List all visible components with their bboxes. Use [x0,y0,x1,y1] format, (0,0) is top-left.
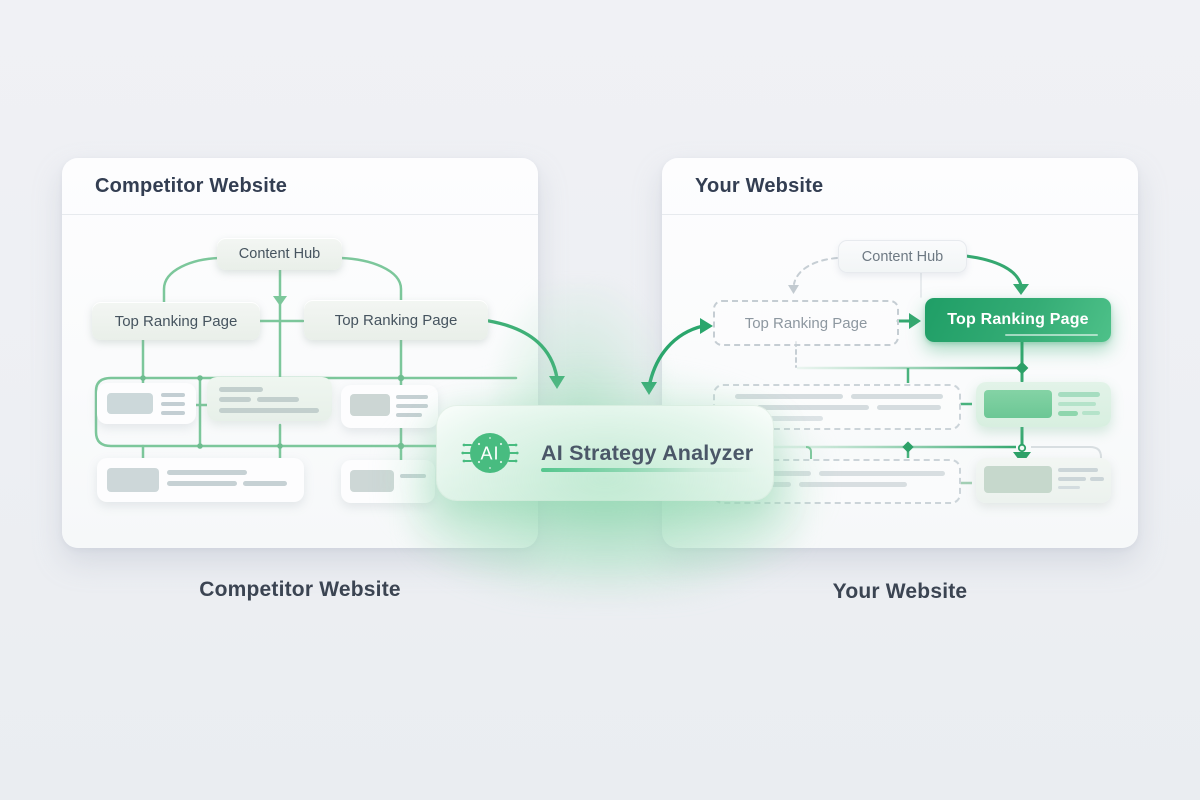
caption-your-website: Your Website [832,580,968,603]
caption-competitor-website: Competitor Website [199,578,401,601]
text-line-placeholder [1058,411,1078,416]
text-line-placeholder [1058,486,1080,489]
thumbnail-placeholder [107,468,159,492]
text-line-placeholder [161,402,185,406]
text-line-placeholder [799,482,907,487]
text-line-placeholder [1082,411,1100,415]
text-line-placeholder [1058,477,1086,481]
text-line-placeholder [219,397,251,402]
thumbnail-placeholder [984,390,1052,418]
text-line-placeholder [1090,477,1104,481]
your-top-ranking-node-highlighted: Top Ranking Page [925,298,1111,342]
competitor-top-ranking-node-1: Top Ranking Page [92,302,260,340]
competitor-panel-title: Competitor Website [62,158,538,215]
analyzer-label: AI Strategy Analyzer [541,440,754,465]
text-line-placeholder [851,394,943,399]
competitor-top-ranking-node-2: Top Ranking Page [304,300,488,340]
your-content-hub-node: Content Hub [838,240,967,273]
wireframe-card [976,458,1111,503]
text-line-placeholder [877,405,941,410]
your-panel-title: Your Website [662,158,1138,215]
ai-strategy-analyzer-card: AI AI Strategy Analyzer [437,406,773,500]
text-line-placeholder [219,408,319,413]
wireframe-card [97,458,304,502]
thumbnail-placeholder [984,466,1052,493]
text-line-placeholder [219,387,263,392]
text-line-placeholder [243,481,287,486]
ai-chip-icon: AI [461,433,519,473]
thumbnail-placeholder [107,393,153,414]
wireframe-card [207,377,332,421]
ai-icon-letters: AI [480,444,499,464]
text-line-placeholder [161,411,185,415]
text-line-placeholder [1058,468,1098,472]
your-top-ranking-node-dashed: Top Ranking Page [713,300,899,346]
text-line-placeholder [167,481,237,486]
wireframe-card-highlighted [976,382,1111,427]
text-line-placeholder [1058,392,1100,397]
wireframe-card [97,383,196,424]
accent-underline [541,468,757,472]
text-line-placeholder [819,471,945,476]
text-line-placeholder [167,470,247,475]
text-line-placeholder [1058,402,1096,406]
text-line-placeholder [161,393,185,397]
text-line-placeholder [257,397,299,402]
competitor-content-hub-node: Content Hub [217,238,342,270]
